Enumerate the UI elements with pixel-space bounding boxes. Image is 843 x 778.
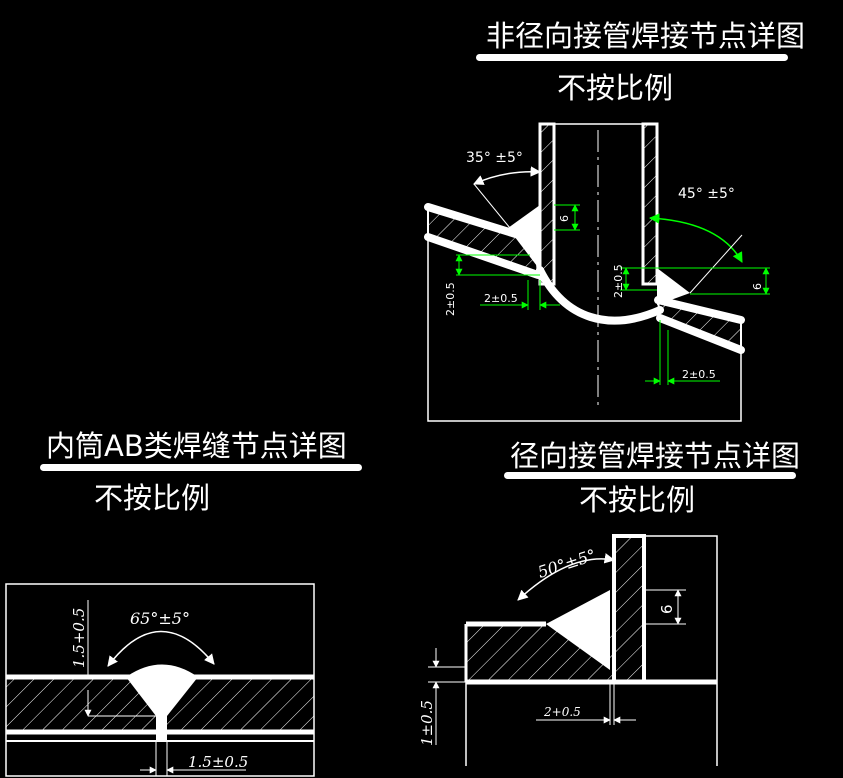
v-groove-weld bbox=[126, 664, 198, 741]
shell-ab-angle-label: 65°±5° bbox=[130, 609, 190, 628]
shell-ab-weld-detail: 内筒AB类焊缝节点详图 不按比例 65°±5° 1.5+0.5 1.5±0.5 bbox=[5, 429, 362, 777]
weld-right bbox=[657, 268, 690, 305]
nozzle-right-wall bbox=[641, 122, 659, 286]
nonradial-scale-note: 不按比例 bbox=[557, 71, 673, 105]
radial-dim-gap: 2+0.5 bbox=[543, 705, 581, 719]
nozzle-left-wall bbox=[538, 122, 556, 286]
radial-angle-arc bbox=[517, 553, 616, 601]
nonradial-title: 非径向接管焊接节点详图 bbox=[486, 19, 805, 53]
radial-title: 径向接管焊接节点详图 bbox=[510, 439, 800, 473]
radial-dim-vertical: 1±0.5 bbox=[418, 700, 436, 746]
radial-weld bbox=[546, 590, 610, 670]
weld-left bbox=[508, 205, 540, 270]
dim-gap-horizontal: 2±0.5 bbox=[484, 292, 518, 305]
angle-label-left: 35° ±5° bbox=[466, 150, 523, 166]
dim-weld-left: 6 bbox=[558, 215, 571, 222]
shell-ab-dim-vertical: 1.5+0.5 bbox=[70, 608, 88, 668]
radial-nozzle-detail: 径向接管焊接节点详图 不按比例 50°±5° 6 2+0.5 bbox=[418, 439, 800, 766]
dim-gap-bottom: 2±0.5 bbox=[682, 368, 716, 381]
angle-arc-left bbox=[473, 166, 542, 185]
dim-gap-vertical-left: 2±0.5 bbox=[444, 282, 457, 316]
dim-weld-right: 6 bbox=[751, 283, 764, 290]
radial-angle-label: 50°±5° bbox=[535, 545, 598, 582]
nonradial-title-underline bbox=[476, 54, 788, 61]
intersection-curve bbox=[536, 266, 664, 325]
dim-gap-vertical-center: 2±0.5 bbox=[612, 264, 625, 298]
radial-scale-note: 不按比例 bbox=[579, 483, 695, 517]
nonradial-frame bbox=[427, 240, 742, 422]
shell-plate-a bbox=[6, 677, 124, 732]
shell-ab-angle-arc bbox=[107, 630, 215, 667]
shell-ab-dim-bottom: 1.5±0.5 bbox=[188, 753, 248, 771]
shell-ab-scale-note: 不按比例 bbox=[94, 481, 210, 515]
angle-label-right: 45° ±5° bbox=[678, 186, 735, 202]
shell-ab-title: 内筒AB类焊缝节点详图 bbox=[46, 429, 347, 463]
radial-dim-weld: 6 bbox=[658, 604, 676, 614]
radial-title-underline bbox=[504, 472, 796, 479]
radial-nozzle-wall bbox=[612, 534, 646, 684]
nonradial-nozzle-detail: 非径向接管焊接节点详图 不按比例 35° ±5° 45° ±5° bbox=[424, 19, 805, 422]
shell-ab-title-underline bbox=[40, 464, 362, 471]
angle-arc-right bbox=[648, 213, 743, 263]
radial-frame bbox=[614, 535, 718, 766]
shell-plate-b bbox=[198, 677, 314, 732]
